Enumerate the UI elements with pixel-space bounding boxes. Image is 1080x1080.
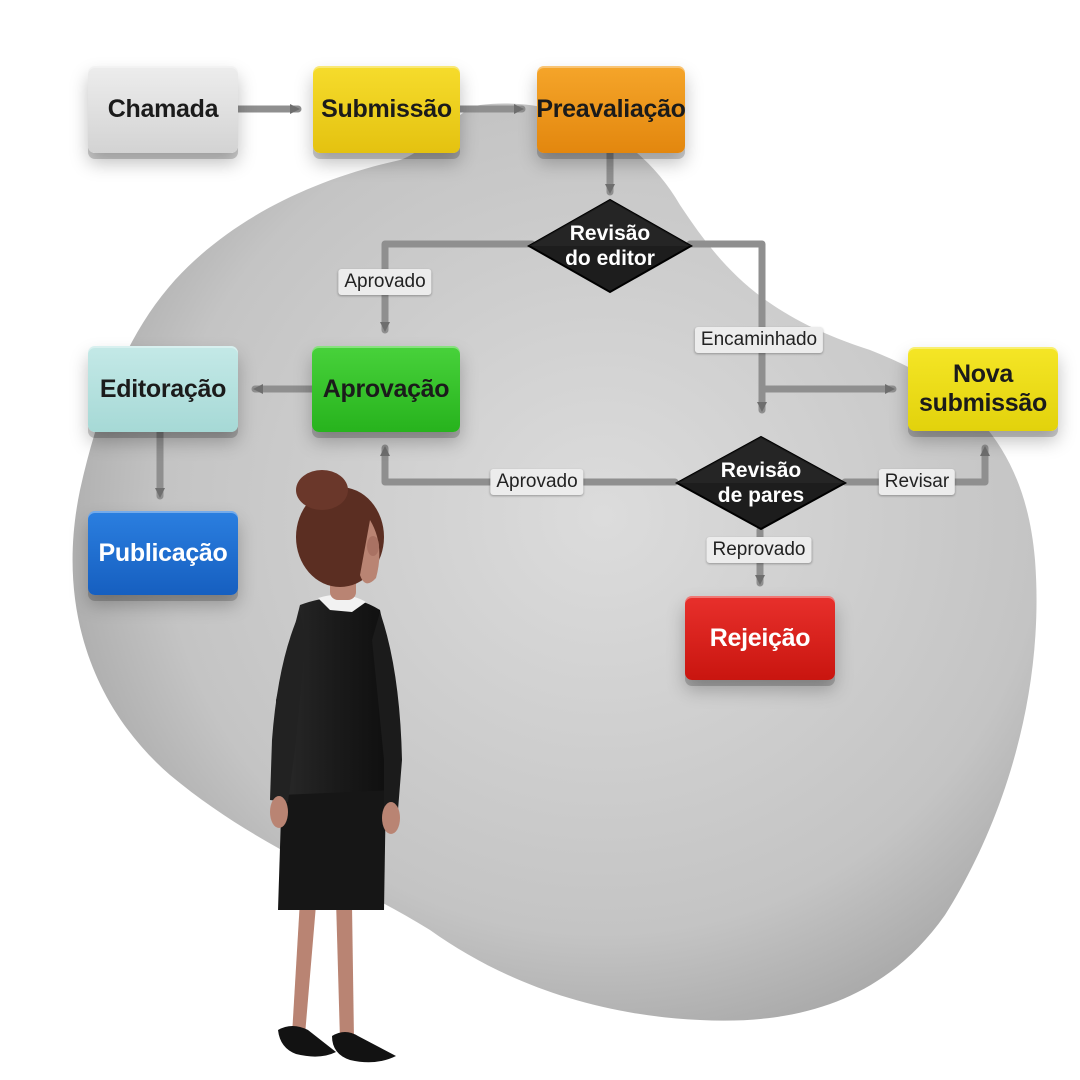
node-preavaliacao: Preavaliação — [536, 66, 686, 153]
edge-label-encaminhado: Encaminhado — [694, 327, 824, 353]
node-nova-submissao-label: Nova submissão — [919, 360, 1047, 417]
decision-revisao-pares-label: Revisão de pares — [717, 458, 805, 507]
node-rejeicao-label: Rejeição — [709, 623, 811, 652]
decision-revisao-pares: Revisão de pares — [673, 433, 849, 533]
diamond-shape — [674, 435, 848, 531]
edge-revisao-editor-encaminhado — [686, 240, 767, 414]
node-editoracao-label: Editoração — [99, 374, 227, 403]
node-editoracao: Editoração — [88, 346, 238, 432]
edge-label-aprovado-editor: Aprovado — [338, 269, 432, 295]
node-publicacao-label: Publicação — [98, 538, 228, 567]
decision-revisao-editor: Revisão do editor — [525, 196, 695, 296]
node-publicacao: Publicação — [88, 511, 238, 595]
edge-label-aprovado-pares: Aprovado — [490, 469, 584, 495]
node-submissao: Submissão — [313, 66, 460, 153]
node-aprovacao-label: Aprovação — [322, 374, 450, 403]
edge-label-revisar: Revisar — [878, 469, 956, 495]
edge-label-reprovado: Reprovado — [706, 537, 812, 563]
person-illustration — [270, 470, 402, 1063]
node-chamada: Chamada — [88, 66, 238, 153]
node-aprovacao: Aprovação — [312, 346, 460, 432]
node-nova-submissao: Nova submissão — [908, 347, 1058, 431]
node-rejeicao: Rejeição — [685, 596, 835, 680]
edge-revisao-editor-aprovacao — [380, 240, 536, 334]
node-submissao-label: Submissão — [321, 95, 452, 124]
node-chamada-label: Chamada — [107, 95, 219, 124]
diamond-shape — [526, 198, 694, 294]
decision-revisao-editor-label: Revisão do editor — [565, 221, 655, 270]
node-preavaliacao-label: Preavaliação — [536, 95, 686, 124]
